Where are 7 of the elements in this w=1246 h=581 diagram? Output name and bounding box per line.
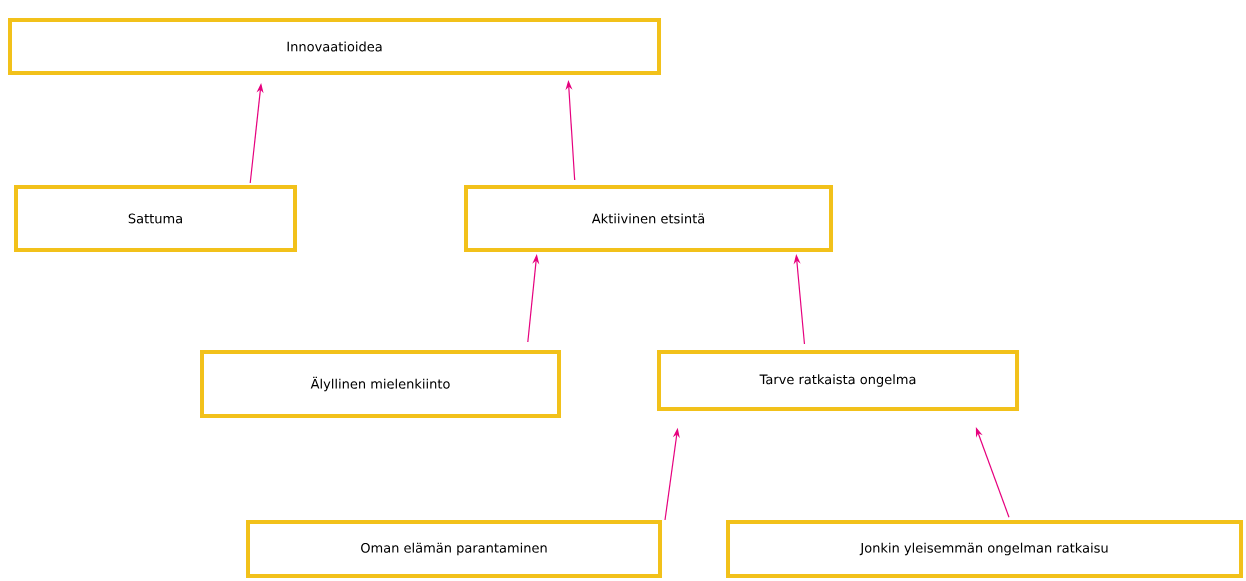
text-box: Sattuma <box>14 185 297 252</box>
text-box: Jonkin yleisemmän ongelman ratkaisu <box>726 520 1243 578</box>
text-box: Oman elämän parantaminen <box>246 520 662 578</box>
text-box: Innovaatioidea <box>8 18 661 75</box>
text-box: Tarve ratkaista ongelma <box>657 350 1019 411</box>
text-box: Aktiivinen etsintä <box>464 185 833 252</box>
text-box: Älyllinen mielenkiinto <box>200 350 561 418</box>
